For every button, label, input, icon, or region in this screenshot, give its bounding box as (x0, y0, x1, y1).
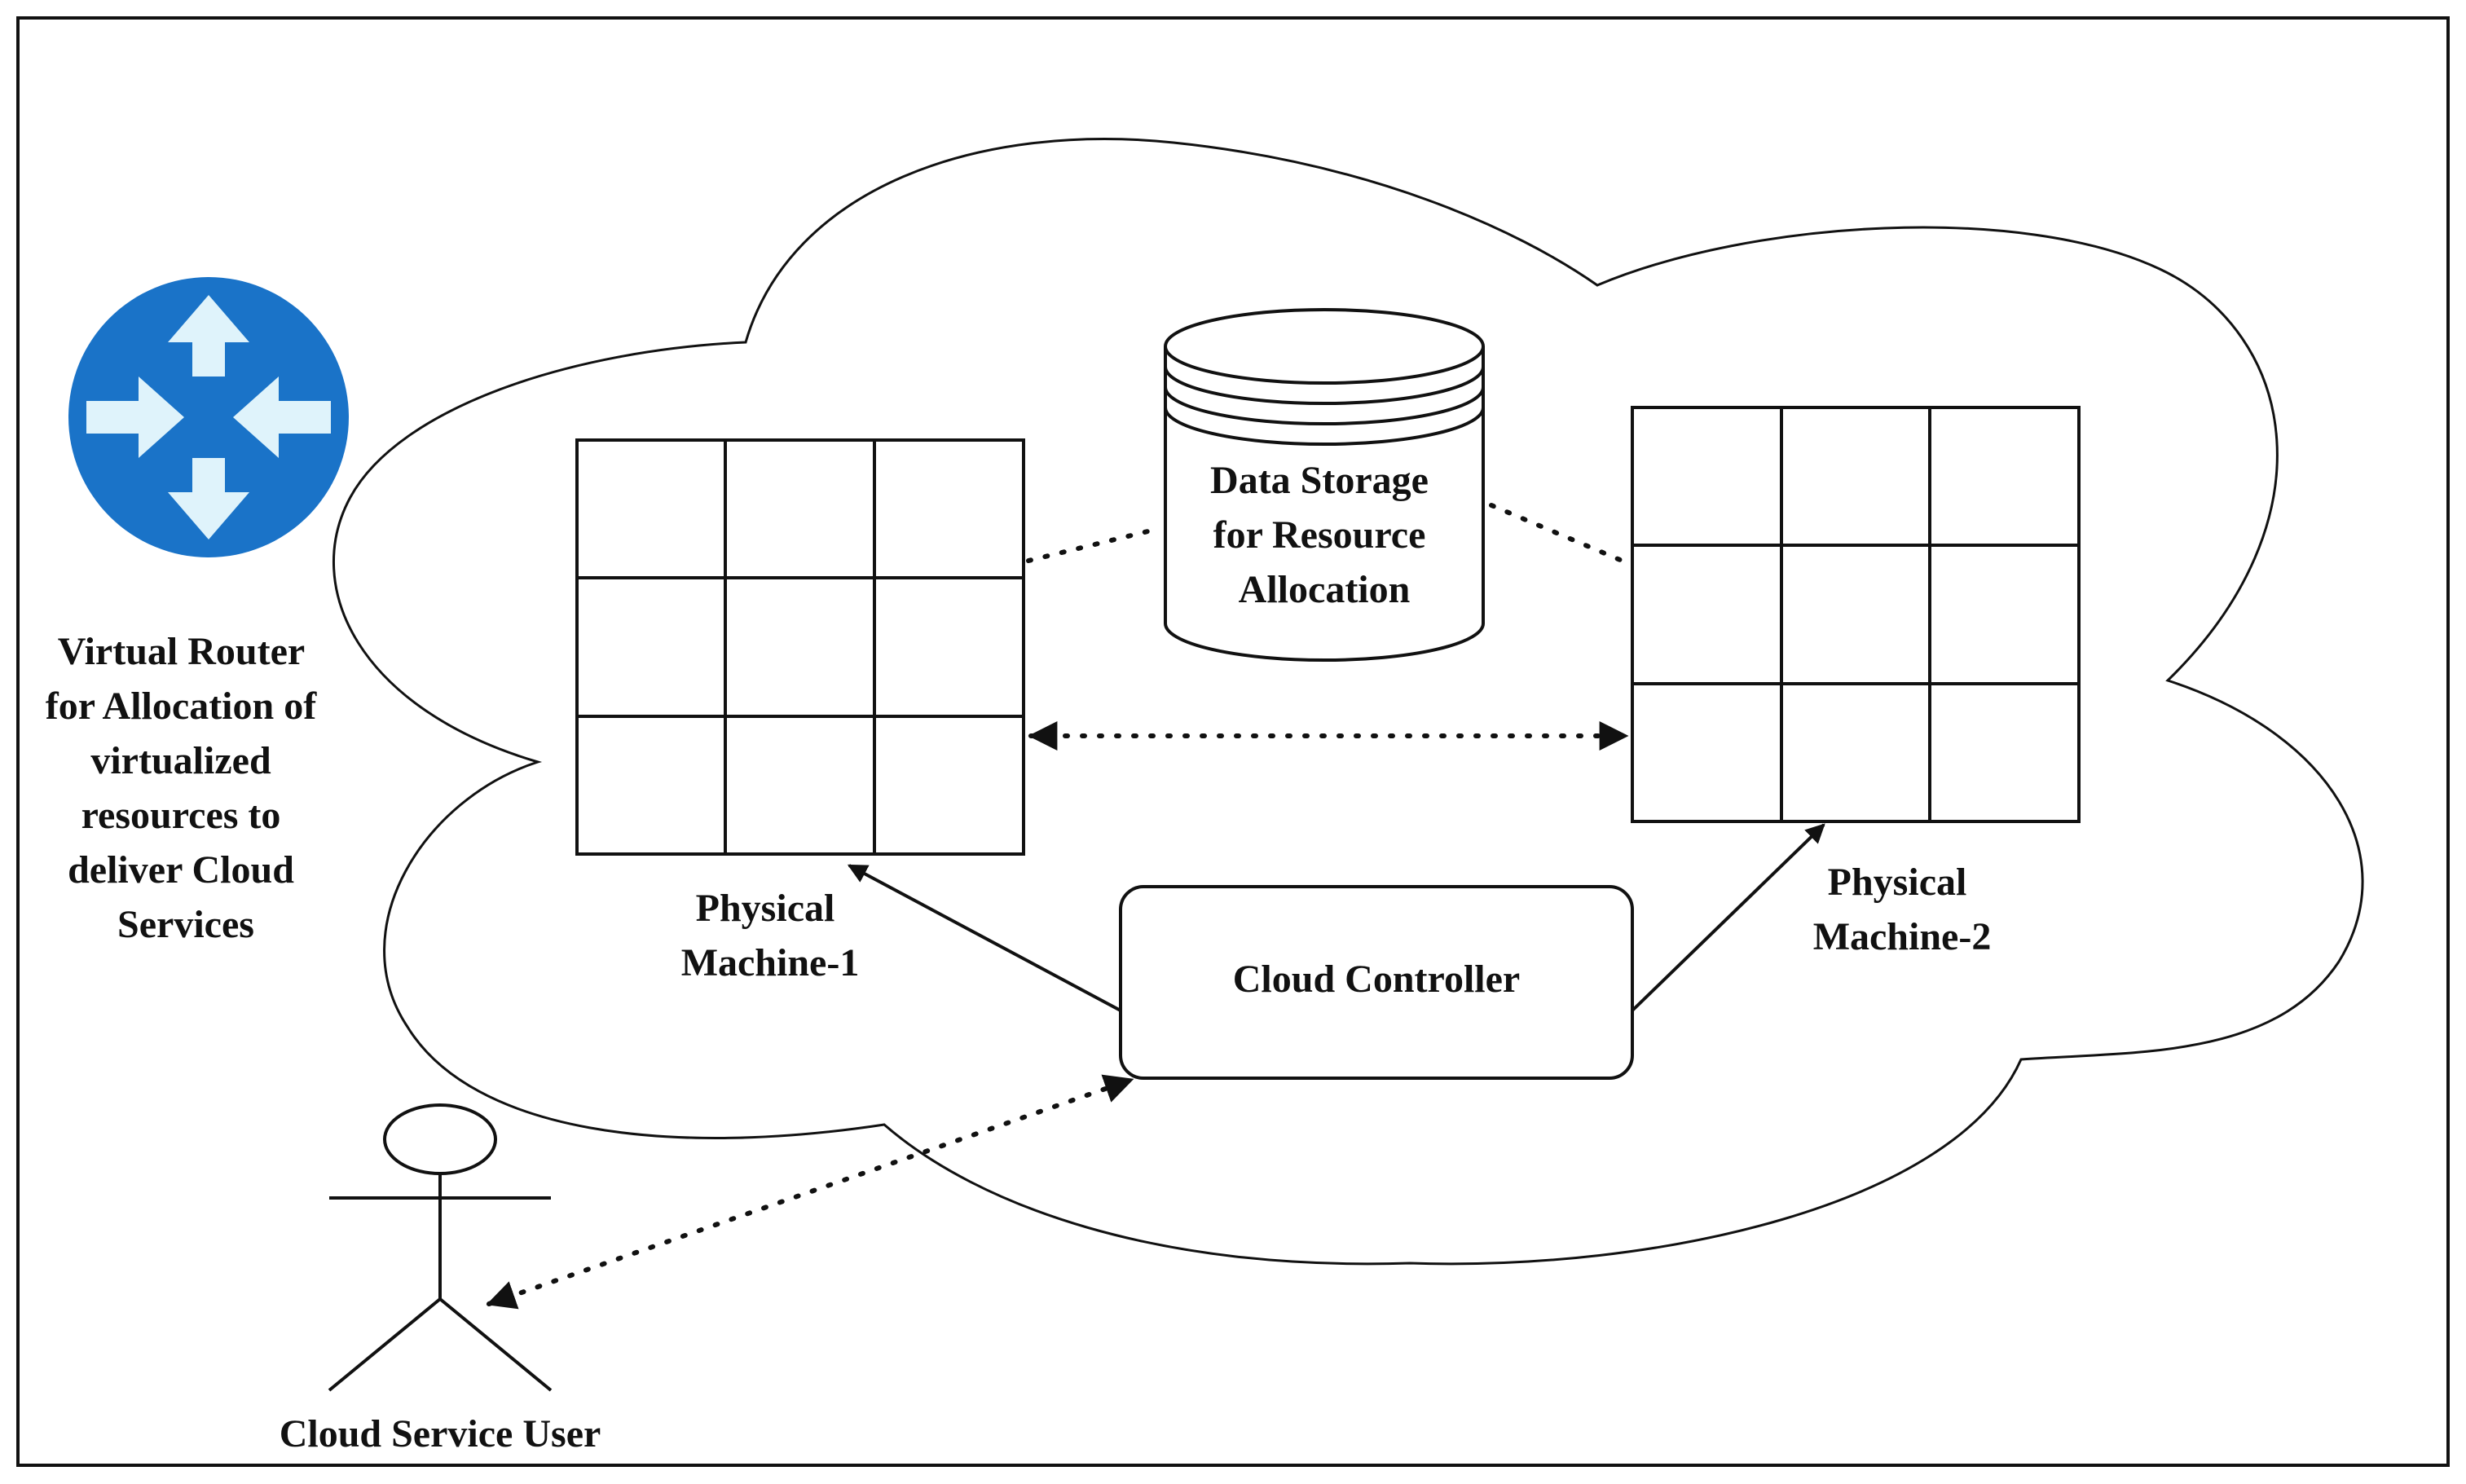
machine-2-label-line: Physical (1828, 861, 1967, 904)
machine-1-label-line: Physical (696, 887, 835, 930)
cloud-controller-box (1119, 885, 1634, 1080)
edge-controller-machine2 (1631, 823, 1825, 1012)
cloud-service-user-label: Cloud Service User (280, 1412, 601, 1455)
edge-user-controller (486, 1074, 1134, 1310)
edge-storage-machine2 (1489, 503, 1628, 565)
machine-1-label-line: Machine-1 (681, 941, 860, 984)
storage-label-line: Data Storage (1210, 459, 1429, 502)
router-label-line: deliver Cloud (68, 848, 294, 892)
router-label-line: Virtual Router (58, 630, 305, 673)
actor-icon (328, 1103, 553, 1392)
router-label-line: for Allocation of (46, 685, 317, 728)
router-icon (68, 277, 349, 557)
storage-label-line: Allocation (1239, 568, 1411, 611)
physical-machine-1 (575, 438, 1025, 856)
machine-1-label: Physical Machine-1 (681, 887, 860, 984)
storage-label: Data Storage for Resource Allocation (1210, 459, 1438, 611)
router-label: Virtual Router for Allocation of virtual… (46, 630, 326, 946)
router-label-line: virtualized (90, 739, 271, 782)
edge-controller-machine1 (847, 864, 1121, 1012)
machine-2-label-line: Machine-2 (1813, 915, 1992, 958)
physical-machine-2 (1631, 406, 2081, 823)
edge-machine1-storage (1026, 526, 1164, 563)
cloud-controller-label: Cloud Controller (1233, 958, 1520, 1001)
router-label-line: resources to (81, 794, 281, 837)
machine-2-label: Physical Machine-2 (1813, 861, 1992, 958)
database-icon (1164, 308, 1485, 662)
storage-label-line: for Resource (1213, 513, 1426, 557)
router-label-line: Services (117, 903, 254, 946)
